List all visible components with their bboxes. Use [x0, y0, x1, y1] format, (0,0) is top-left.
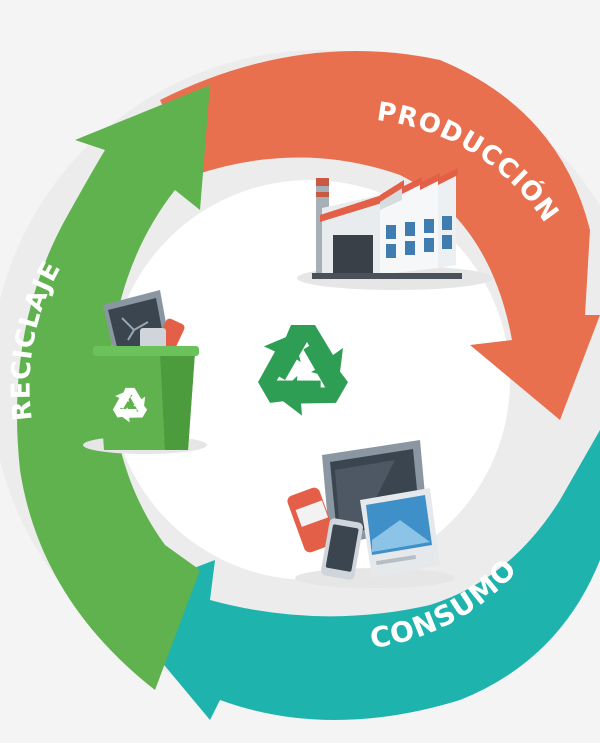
- arrow-produccion: [160, 51, 600, 420]
- arrow-consumo: [110, 430, 600, 720]
- consumer-goods-icon: [287, 440, 455, 588]
- arrow-reciclaje: [17, 85, 210, 690]
- factory-icon: [297, 168, 493, 290]
- recycle-symbol-icon: [258, 325, 348, 416]
- recycling-bin-icon: [83, 290, 207, 454]
